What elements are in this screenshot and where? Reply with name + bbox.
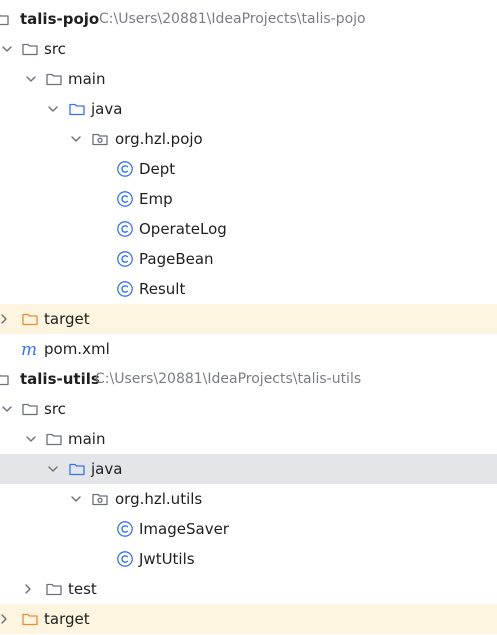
folder-label: src bbox=[44, 40, 66, 58]
tree-row-java-selected[interactable]: java bbox=[0, 454, 497, 484]
tree-row-class[interactable]: Result bbox=[0, 274, 497, 304]
class-icon bbox=[117, 221, 133, 237]
module-name: talis-pojo bbox=[20, 10, 100, 28]
class-label: OperateLog bbox=[139, 220, 227, 238]
folder-icon bbox=[46, 433, 62, 446]
file-label: pom.xml bbox=[44, 340, 110, 358]
tree-row-package[interactable]: org.hzl.utils bbox=[0, 484, 497, 514]
chevron-right-icon[interactable] bbox=[0, 612, 11, 626]
tree-row-src[interactable]: src bbox=[0, 34, 497, 64]
class-label: ImageSaver bbox=[139, 520, 229, 538]
package-icon bbox=[92, 493, 108, 506]
module-path: C:\Users\20881\IdeaProjects\talis-pojo bbox=[99, 11, 366, 27]
tree-row-class[interactable]: OperateLog bbox=[0, 214, 497, 244]
project-tree: talis-pojo C:\Users\20881\IdeaProjects\t… bbox=[0, 4, 497, 634]
class-icon bbox=[117, 251, 133, 267]
class-icon bbox=[117, 521, 133, 537]
chevron-down-icon[interactable] bbox=[46, 462, 60, 476]
class-icon bbox=[117, 551, 133, 567]
package-icon bbox=[92, 133, 108, 146]
folder-icon bbox=[46, 73, 62, 86]
folder-icon bbox=[22, 403, 38, 416]
chevron-down-icon[interactable] bbox=[69, 132, 83, 146]
class-icon bbox=[117, 161, 133, 177]
chevron-down-icon[interactable] bbox=[0, 402, 14, 416]
module-folder-icon bbox=[0, 374, 9, 386]
tree-row-pom[interactable]: m pom.xml bbox=[0, 334, 497, 364]
class-icon bbox=[117, 281, 133, 297]
chevron-down-icon[interactable] bbox=[24, 72, 38, 86]
chevron-down-icon[interactable] bbox=[69, 492, 83, 506]
chevron-down-icon[interactable] bbox=[46, 102, 60, 116]
folder-label: src bbox=[44, 400, 66, 418]
class-label: JwtUtils bbox=[139, 550, 195, 568]
tree-row-class[interactable]: Emp bbox=[0, 184, 497, 214]
tree-row-module-talis-pojo[interactable]: talis-pojo C:\Users\20881\IdeaProjects\t… bbox=[0, 4, 497, 34]
chevron-right-icon[interactable] bbox=[21, 582, 35, 596]
package-label: org.hzl.pojo bbox=[115, 130, 203, 148]
tree-row-test[interactable]: test bbox=[0, 574, 497, 604]
tree-row-module-talis-utils[interactable]: talis-utils C:\Users\20881\IdeaProjects\… bbox=[0, 364, 497, 394]
package-label: org.hzl.utils bbox=[115, 490, 203, 508]
folder-label: java bbox=[91, 460, 123, 478]
tree-row-package[interactable]: org.hzl.pojo bbox=[0, 124, 497, 154]
folder-label: target bbox=[44, 310, 90, 328]
class-label: Emp bbox=[139, 190, 173, 208]
class-icon bbox=[117, 191, 133, 207]
class-label: PageBean bbox=[139, 250, 214, 268]
folder-icon bbox=[22, 43, 38, 56]
source-folder-icon bbox=[69, 103, 85, 116]
tree-row-target[interactable]: target bbox=[0, 604, 497, 634]
tree-row-class[interactable]: PageBean bbox=[0, 244, 497, 274]
tree-row-class[interactable]: Dept bbox=[0, 154, 497, 184]
tree-row-java[interactable]: java bbox=[0, 94, 497, 124]
maven-icon: m bbox=[21, 340, 37, 358]
tree-row-main[interactable]: main bbox=[0, 424, 497, 454]
tree-row-src[interactable]: src bbox=[0, 394, 497, 424]
chevron-down-icon[interactable] bbox=[0, 42, 14, 56]
folder-label: java bbox=[91, 100, 123, 118]
folder-label: main bbox=[68, 430, 106, 448]
folder-icon bbox=[46, 583, 62, 596]
source-folder-icon bbox=[69, 463, 85, 476]
excluded-folder-icon bbox=[22, 613, 38, 626]
class-label: Dept bbox=[139, 160, 176, 178]
folder-label: main bbox=[68, 70, 106, 88]
excluded-folder-icon bbox=[22, 313, 38, 326]
module-name: talis-utils bbox=[20, 370, 100, 388]
tree-row-class[interactable]: JwtUtils bbox=[0, 544, 497, 574]
class-label: Result bbox=[139, 280, 186, 298]
module-path: C:\Users\20881\IdeaProjects\talis-utils bbox=[95, 371, 362, 387]
tree-row-class[interactable]: ImageSaver bbox=[0, 514, 497, 544]
folder-label: target bbox=[44, 610, 90, 628]
chevron-right-icon[interactable] bbox=[0, 312, 11, 326]
tree-row-main[interactable]: main bbox=[0, 64, 497, 94]
tree-row-target[interactable]: target bbox=[0, 304, 497, 334]
folder-label: test bbox=[68, 580, 97, 598]
chevron-down-icon[interactable] bbox=[24, 432, 38, 446]
module-folder-icon bbox=[0, 14, 9, 26]
svg-text:m: m bbox=[21, 340, 37, 358]
